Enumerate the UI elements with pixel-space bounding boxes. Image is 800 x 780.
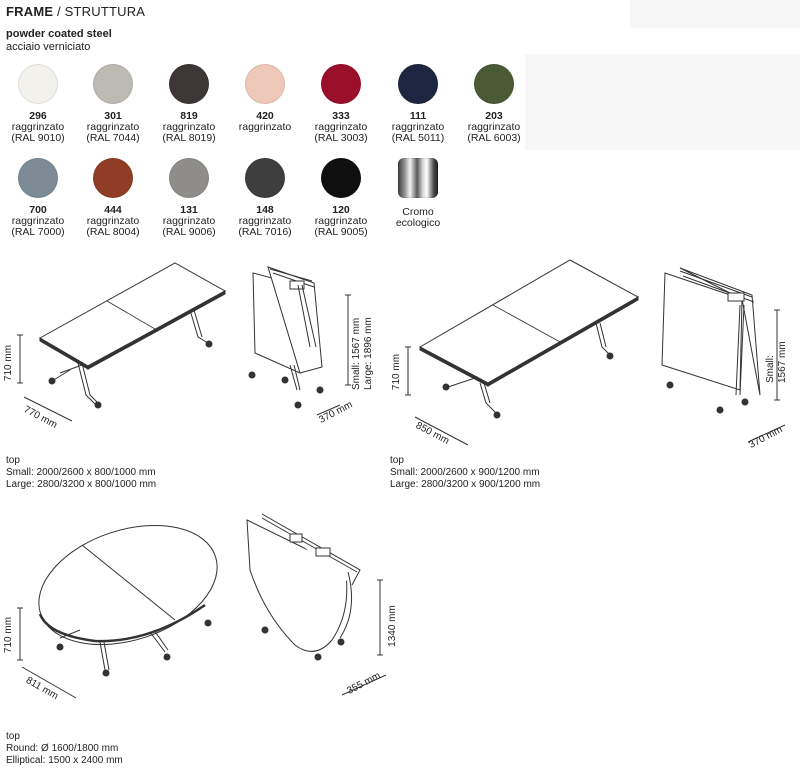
top-small: Small: 2000/2600 x 800/1000 mm	[6, 467, 156, 478]
height-dim-oval: 710 mm	[3, 616, 15, 654]
fold-small: Small: 1567 mm	[351, 317, 362, 390]
swatch-ral: (RAL 9005)	[314, 226, 368, 238]
swatch-ral: (RAL 3003)	[314, 132, 368, 144]
color-circle	[18, 158, 58, 198]
swatch-code: 700	[29, 204, 47, 216]
swatch-148[interactable]: 148 raggrinzato (RAL 7016)	[225, 158, 305, 238]
swatch-code: 148	[256, 204, 274, 216]
rectangular-table-drawing-1	[17, 262, 227, 422]
color-circle	[169, 64, 209, 104]
swatch-296[interactable]: 296 raggrinzato (RAL 9010)	[0, 64, 78, 144]
swatch-chrome[interactable]: Cromo ecologico	[378, 158, 458, 229]
swatch-code: 111	[409, 110, 427, 122]
swatch-code: 420	[256, 110, 274, 122]
swatch-code: 131	[180, 204, 198, 216]
swatch-203[interactable]: 203 raggrinzato (RAL 6003)	[454, 64, 534, 144]
title-rest: / STRUTTURA	[53, 4, 146, 19]
swatch-ral: (RAL 7016)	[238, 226, 292, 238]
swatch-finish: raggrinzato	[162, 121, 216, 133]
top-round: Round: Ø 1600/1800 mm	[6, 743, 119, 754]
swatch-333[interactable]: 333 raggrinzato (RAL 3003)	[301, 64, 381, 144]
swatch-finish: raggrinzato	[86, 215, 140, 227]
swatch-code: 120	[332, 204, 350, 216]
background-band	[525, 54, 800, 150]
swatch-code: 203	[485, 110, 503, 122]
top-spec-2: top Small: 2000/2600 x 900/1200 mm Large…	[390, 455, 540, 491]
top-large: Large: 2800/3200 x 900/1200 mm	[390, 479, 541, 490]
fold-small-dim-2: Small: 1567 mm	[765, 341, 788, 383]
swatch-ral: (RAL 9010)	[11, 132, 65, 144]
chrome-sample	[398, 158, 438, 198]
swatch-finish: raggrinzato	[238, 121, 292, 133]
swatch-ral: (RAL 9006)	[162, 226, 216, 238]
swatch-131[interactable]: 131 raggrinzato (RAL 9006)	[149, 158, 229, 238]
folded-table-drawing-1	[248, 266, 351, 416]
top-large: Large: 2800/3200 x 800/1000 mm	[6, 479, 157, 490]
title-bold: FRAME	[6, 4, 54, 19]
material-english: powder coated steel	[6, 28, 112, 40]
top-label: top	[6, 731, 20, 742]
color-circle	[245, 64, 285, 104]
swatch-finish: raggrinzato	[314, 121, 368, 133]
technical-drawings-row1	[17, 259, 786, 446]
top-small: Small: 2000/2600 x 900/1200 mm	[390, 467, 540, 478]
top-spec-1: top Small: 2000/2600 x 800/1000 mm Large…	[6, 455, 156, 491]
color-circle	[245, 158, 285, 198]
top-label: top	[6, 455, 20, 466]
background-band	[630, 0, 800, 28]
swatch-finish: raggrinzato	[86, 121, 140, 133]
color-circle	[93, 158, 133, 198]
swatch-420[interactable]: 420 raggrinzato	[225, 64, 305, 133]
color-circle	[18, 64, 58, 104]
swatch-301[interactable]: 301 raggrinzato (RAL 7044)	[73, 64, 153, 144]
folded-table-drawing-2	[661, 267, 786, 443]
swatch-finish: raggrinzato	[391, 121, 445, 133]
swatch-finish: raggrinzato	[314, 215, 368, 227]
swatch-finish: Cromo	[402, 206, 434, 218]
section-title: FRAME / STRUTTURA	[6, 4, 145, 19]
swatch-finish: raggrinzato	[11, 215, 65, 227]
swatch-ral: (RAL 7044)	[86, 132, 140, 144]
folded-oval-drawing	[246, 513, 387, 696]
color-circle	[321, 64, 361, 104]
swatch-code: 301	[104, 110, 122, 122]
oval-table-drawing	[17, 524, 218, 699]
height-dim-2: 710 mm	[391, 353, 403, 391]
color-circle	[93, 64, 133, 104]
swatch-120[interactable]: 120 raggrinzato (RAL 9005)	[301, 158, 381, 238]
swatch-finish: raggrinzato	[162, 215, 216, 227]
top-spec-3: top Round: Ø 1600/1800 mm Elliptical: 15…	[6, 731, 123, 767]
color-circle	[398, 64, 438, 104]
swatch-700[interactable]: 700 raggrinzato (RAL 7000)	[0, 158, 78, 238]
swatch-finish: raggrinzato	[11, 121, 65, 133]
height-dim-1: 710 mm	[3, 344, 15, 382]
fold-dims-1: Small: 1567 mm Large: 1896 mm	[351, 300, 375, 390]
swatch-code: 444	[104, 204, 122, 216]
swatch-code: 819	[180, 110, 198, 122]
swatch-ral: (RAL 8004)	[86, 226, 140, 238]
swatch-444[interactable]: 444 raggrinzato (RAL 8004)	[73, 158, 153, 238]
swatch-819[interactable]: 819 raggrinzato (RAL 8019)	[149, 64, 229, 144]
swatch-ral: (RAL 5011)	[391, 132, 445, 144]
swatch-111[interactable]: 111 raggrinzato (RAL 5011)	[378, 64, 458, 144]
top-elliptical: Elliptical: 1500 x 2400 mm	[6, 755, 123, 766]
fold-large: Large: 1896 mm	[363, 317, 374, 390]
height-dim-fold-oval: 1340 mm	[386, 605, 398, 647]
swatch-finish-2: ecologico	[395, 217, 441, 229]
material-italian: acciaio verniciato	[6, 41, 91, 53]
technical-drawings-row2	[17, 513, 387, 699]
swatch-ral: (RAL 8019)	[162, 132, 216, 144]
top-label: top	[390, 455, 404, 466]
swatch-code: 333	[332, 110, 350, 122]
color-circle	[474, 64, 514, 104]
swatch-finish: raggrinzato	[238, 215, 292, 227]
swatch-ral: (RAL 6003)	[467, 132, 521, 144]
swatch-code: 296	[29, 110, 47, 122]
color-circle	[169, 158, 209, 198]
swatch-finish: raggrinzato	[467, 121, 521, 133]
color-circle	[321, 158, 361, 198]
swatch-ral: (RAL 7000)	[11, 226, 65, 238]
rectangular-table-drawing-2	[405, 259, 640, 446]
